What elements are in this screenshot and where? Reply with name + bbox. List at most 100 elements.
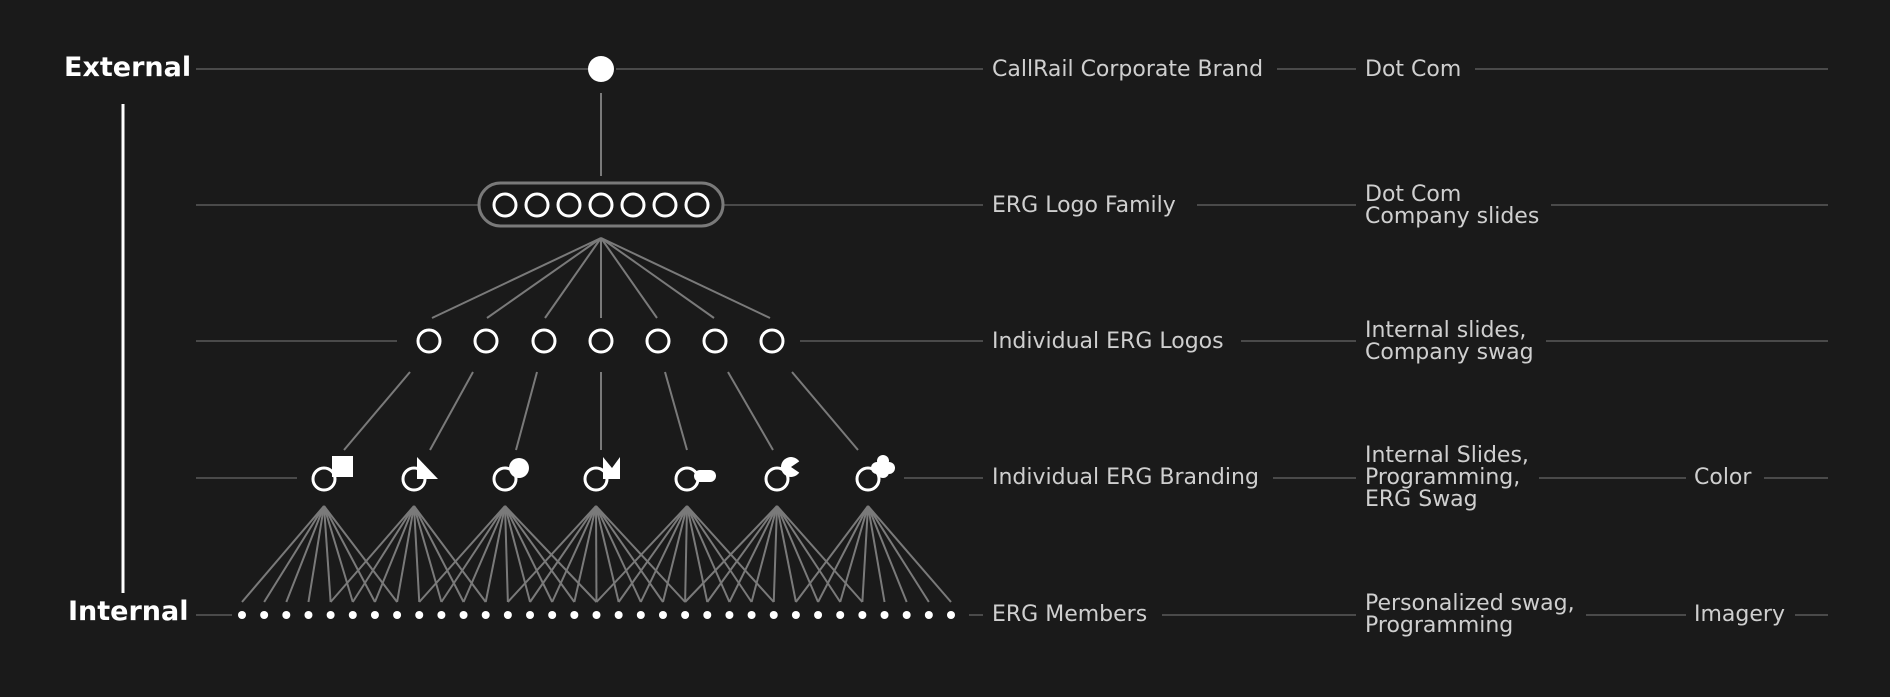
branding-to-member-connector bbox=[795, 505, 869, 603]
branding-to-member-connector bbox=[440, 505, 506, 603]
branding-to-member-connector bbox=[684, 505, 778, 603]
branding-ring bbox=[764, 466, 790, 492]
branding-to-member-connector bbox=[684, 505, 688, 603]
erg-member-dot bbox=[304, 611, 313, 619]
family-to-logo-connector bbox=[431, 237, 602, 319]
erg-member-dot bbox=[260, 611, 269, 619]
branding-to-member-connector bbox=[595, 505, 642, 603]
branding-to-member-connector bbox=[307, 505, 325, 603]
tier-2-use: Dot Com Company slides bbox=[1365, 184, 1539, 228]
square-shape bbox=[332, 456, 353, 477]
family-to-logo-connector bbox=[600, 237, 715, 319]
erg-member-dot bbox=[880, 611, 889, 619]
tier-3-use-line-2: Company swag bbox=[1365, 340, 1534, 365]
tier-4-use-line-3: ERG Swag bbox=[1365, 487, 1478, 512]
tier-4-extra: Color bbox=[1694, 465, 1752, 490]
erg-branding-mark bbox=[855, 455, 895, 492]
tier-1-use-line-1: Dot Com bbox=[1365, 57, 1462, 82]
branding-ring bbox=[674, 466, 700, 492]
branding-to-member-connector bbox=[504, 505, 554, 603]
family-logo-circle bbox=[524, 192, 550, 218]
erg-member-dot bbox=[725, 611, 734, 619]
branding-to-member-connector bbox=[706, 505, 778, 603]
family-to-logo-connector bbox=[486, 237, 602, 319]
logo-to-branding-connector bbox=[791, 371, 859, 451]
branding-to-member-connector bbox=[573, 505, 597, 603]
branding-to-member-connector bbox=[817, 505, 869, 603]
branding-to-member-connector bbox=[686, 505, 709, 603]
branding-to-member-connector bbox=[661, 505, 688, 603]
erg-member-dot bbox=[481, 611, 490, 619]
erg-member-dot bbox=[348, 611, 357, 619]
erg-branding-mark bbox=[583, 457, 620, 492]
erg-member-dot bbox=[326, 611, 335, 619]
branding-to-member-connector bbox=[686, 505, 753, 603]
erg-member-dot bbox=[636, 611, 645, 619]
branding-ring bbox=[855, 466, 881, 492]
erg-member-dot bbox=[282, 611, 291, 619]
branding-to-member-connector bbox=[323, 505, 354, 603]
logo-to-branding-connector bbox=[727, 371, 774, 451]
branding-to-member-connector bbox=[413, 505, 421, 603]
individual-erg-logo bbox=[702, 328, 728, 354]
branding-to-member-connector bbox=[750, 505, 778, 603]
branding-to-member-connector bbox=[867, 505, 908, 603]
branding-to-member-connector bbox=[323, 505, 376, 603]
tier-4-name: Individual ERG Branding bbox=[992, 465, 1259, 490]
branding-to-member-connector bbox=[329, 505, 415, 603]
logo-to-branding-connector bbox=[429, 371, 474, 451]
branding-to-member-connector bbox=[617, 505, 688, 603]
tier-3-use: Internal slides, Company swag bbox=[1365, 320, 1534, 364]
pill-shape bbox=[694, 470, 716, 482]
tier-4-use-line-1: Internal Slides, bbox=[1365, 443, 1529, 468]
branding-to-member-connector bbox=[396, 505, 415, 603]
logo-family-capsule bbox=[477, 181, 725, 228]
tier-2-name: ERG Logo Family bbox=[992, 193, 1176, 218]
erg-member-dot bbox=[791, 611, 800, 619]
erg-member-dot bbox=[415, 611, 424, 619]
external-label: External bbox=[64, 52, 192, 83]
branding-to-member-connector bbox=[595, 505, 598, 603]
branding-to-member-connector bbox=[728, 505, 778, 603]
branding-to-member-connector bbox=[776, 505, 864, 603]
family-logo-circle bbox=[620, 192, 646, 218]
erg-member-dot bbox=[814, 611, 823, 619]
internal-label: Internal bbox=[68, 596, 189, 627]
individual-erg-logo bbox=[645, 328, 671, 354]
tier-3-use-line-1: Internal slides, bbox=[1365, 318, 1527, 343]
tier-5-name: ERG Members bbox=[992, 602, 1148, 627]
logo-to-branding-connector bbox=[664, 371, 688, 451]
branding-to-member-connector bbox=[374, 505, 415, 603]
branding-to-member-connector bbox=[504, 505, 509, 603]
erg-branding-mark bbox=[311, 456, 353, 492]
branding-to-member-connector bbox=[867, 505, 886, 603]
branding-to-member-connector bbox=[839, 505, 869, 603]
tier-1-use: Dot Com bbox=[1365, 59, 1461, 81]
erg-member-dot bbox=[924, 611, 933, 619]
branding-to-member-connector bbox=[639, 505, 688, 603]
tier-5-use-line-1: Personalized swag, bbox=[1365, 591, 1575, 616]
branding-to-member-connector bbox=[595, 505, 664, 603]
tier-3-name: Individual ERG Logos bbox=[992, 329, 1224, 354]
tier-2-use-line-1: Dot Com bbox=[1365, 182, 1462, 207]
erg-member-dot bbox=[769, 611, 778, 619]
erg-member-dot bbox=[747, 611, 756, 619]
logo-to-branding-connector bbox=[515, 371, 538, 451]
erg-member-dot bbox=[570, 611, 579, 619]
erg-member-dot bbox=[370, 611, 379, 619]
branding-to-member-connector bbox=[285, 505, 325, 603]
branding-to-member-connector bbox=[861, 505, 869, 603]
erg-member-dot bbox=[681, 611, 690, 619]
branding-to-member-connector bbox=[776, 505, 797, 603]
branding-to-member-connector bbox=[263, 505, 325, 603]
erg-member-dot bbox=[526, 611, 535, 619]
branding-to-member-connector bbox=[418, 505, 506, 603]
clover-lobe bbox=[877, 466, 889, 478]
erg-member-dot bbox=[614, 611, 623, 619]
branding-to-member-connector bbox=[351, 505, 415, 603]
circle-shape bbox=[509, 458, 529, 478]
branding-to-member-connector bbox=[504, 505, 531, 603]
individual-erg-logo bbox=[531, 328, 557, 354]
branding-to-member-connector bbox=[551, 505, 597, 603]
